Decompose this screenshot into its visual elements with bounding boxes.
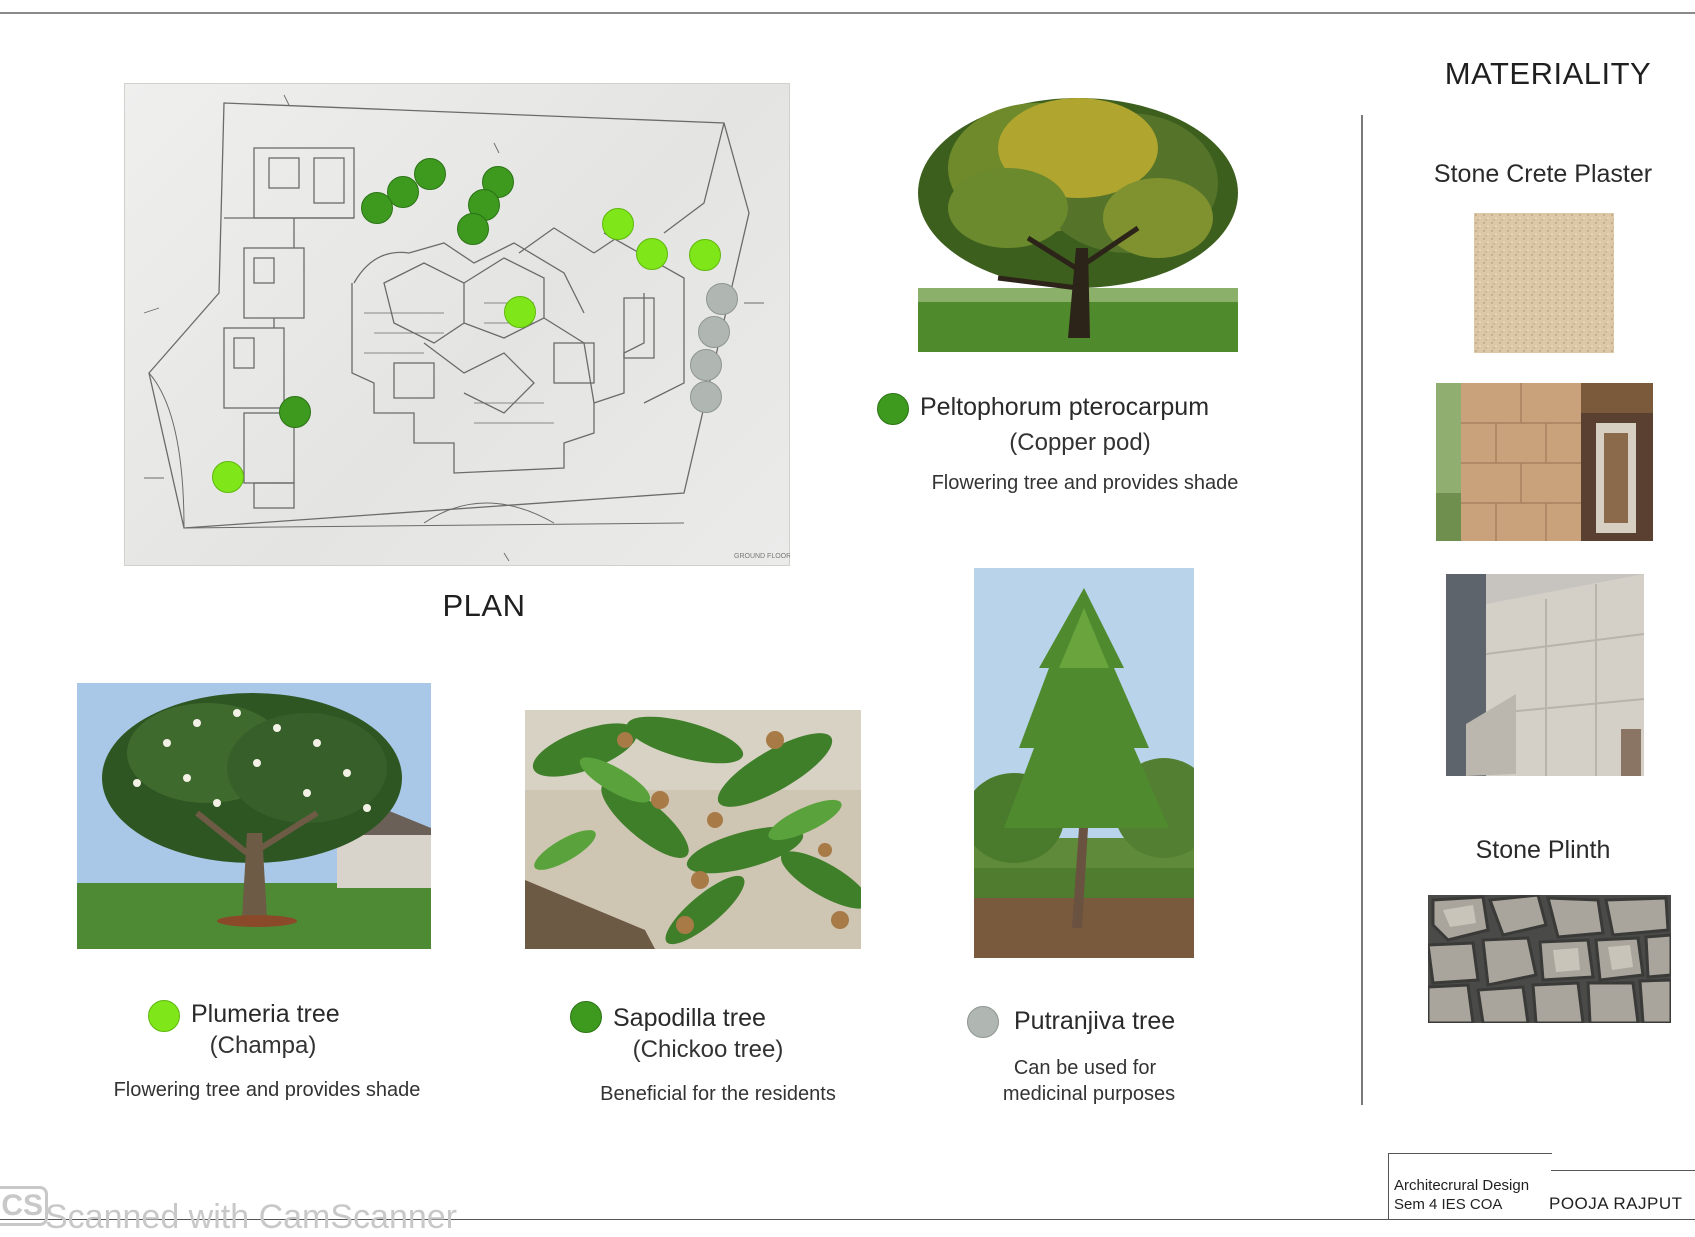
- plan-tree-marker: [504, 296, 536, 328]
- putranjiva-description-line2: medicinal purposes: [1002, 1083, 1176, 1105]
- putranjiva-legend-dot: [967, 1006, 999, 1038]
- camscanner-logo: CS: [0, 1186, 48, 1226]
- material-label-stone-plinth: Stone Plinth: [1475, 836, 1611, 864]
- plumeria-legend-dot: [148, 1000, 180, 1032]
- bottom-border-line: [0, 1219, 1695, 1220]
- title-block-frame-right: [1551, 1170, 1695, 1220]
- peltophorum-legend-dot: [877, 393, 909, 425]
- title-block-semester: Sem 4 IES COA: [1394, 1196, 1503, 1213]
- plumeria-photo: [77, 683, 431, 949]
- putranjiva-name: Putranjiva tree: [1014, 1007, 1176, 1035]
- plan-tree-marker: [414, 158, 446, 190]
- materiality-divider: [1361, 115, 1363, 1105]
- sapodilla-common-name: (Chickoo tree): [632, 1036, 784, 1063]
- plan-caption: PLAN: [442, 588, 526, 623]
- camscanner-watermark: Scanned with CamScanner: [45, 1198, 458, 1236]
- plan-tree-marker: [698, 316, 730, 348]
- plumeria-common-name: (Champa): [209, 1032, 317, 1059]
- stone-crete-facade-photo: [1446, 574, 1644, 776]
- peltophorum-name: Peltophorum pterocarpum: [920, 393, 1210, 421]
- title-block-frame: [1388, 1153, 1552, 1220]
- peltophorum-description: Flowering tree and provides shade: [931, 472, 1239, 494]
- plan-tree-marker: [361, 192, 393, 224]
- plan-tree-marker: [689, 239, 721, 271]
- peltophorum-photo: [918, 88, 1238, 352]
- plan-tree-marker: [706, 283, 738, 315]
- plumeria-description: Flowering tree and provides shade: [113, 1079, 421, 1101]
- top-border-line: [0, 12, 1695, 14]
- site-plan-linework: GROUND FLOOR: [143, 94, 791, 562]
- plumeria-name: Plumeria tree: [191, 1000, 340, 1028]
- sapodilla-description: Beneficial for the residents: [600, 1083, 836, 1105]
- plan-tree-marker: [457, 213, 489, 245]
- plan-tree-marker: [602, 208, 634, 240]
- sapodilla-legend-dot: [570, 1001, 602, 1033]
- plan-tree-marker: [636, 238, 668, 270]
- putranjiva-photo: [974, 568, 1194, 958]
- material-label-stone-crete-plaster: Stone Crete Plaster: [1433, 160, 1653, 188]
- site-plan-drawing: GROUND FLOOR: [124, 83, 791, 566]
- plan-tree-marker: [690, 349, 722, 381]
- stone-crete-plaster-swatch: [1474, 213, 1614, 353]
- peltophorum-common-name: (Copper pod): [1009, 429, 1151, 456]
- title-block-course: Architecrural Design: [1394, 1177, 1530, 1194]
- sapodilla-name: Sapodilla tree: [613, 1004, 766, 1032]
- plan-tree-marker: [212, 461, 244, 493]
- materiality-heading: MATERIALITY: [1444, 56, 1652, 91]
- putranjiva-description-line1: Can be used for: [1013, 1057, 1157, 1079]
- stone-crete-wall-photo: [1436, 383, 1653, 541]
- title-block-author: POOJA RAJPUT: [1549, 1194, 1683, 1213]
- plan-tree-marker: [279, 396, 311, 428]
- plan-corner-note: GROUND FLOOR: [734, 553, 790, 560]
- plan-tree-marker: [690, 381, 722, 413]
- sapodilla-photo: [525, 710, 861, 949]
- stone-plinth-photo: [1428, 895, 1671, 1023]
